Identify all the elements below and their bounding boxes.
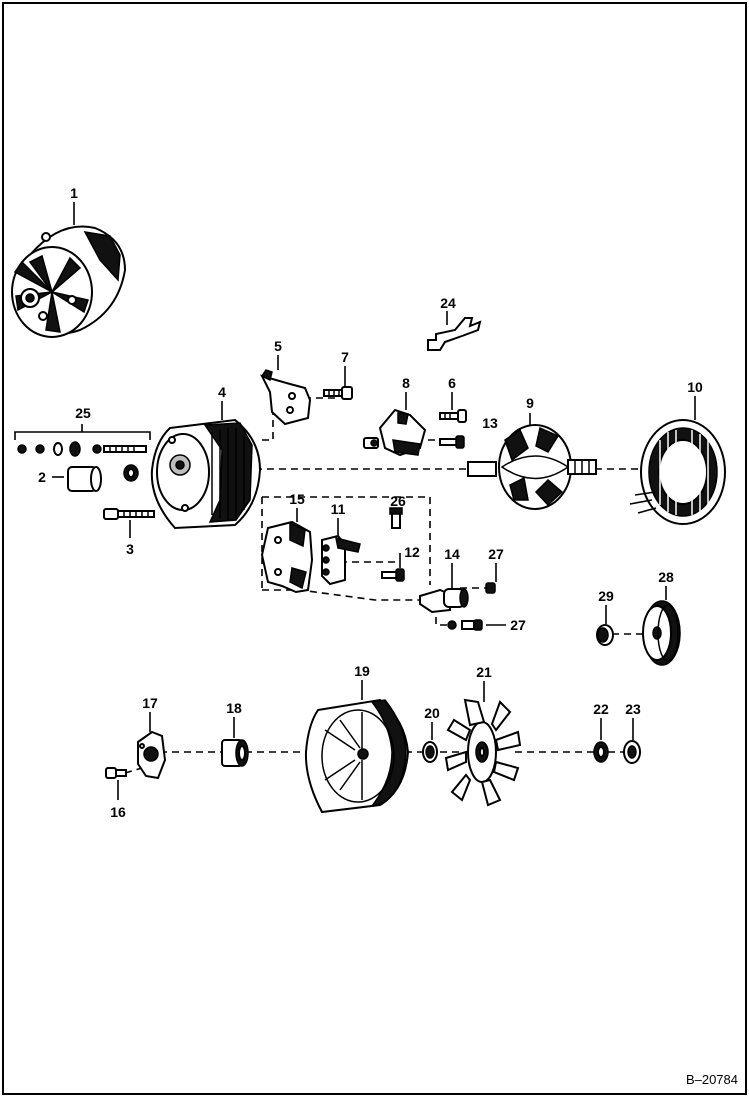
- part-12-screw: [381, 568, 405, 582]
- callout-28: 28: [658, 569, 674, 585]
- callout-17: 17: [142, 695, 158, 711]
- part-3-bolt: [103, 508, 155, 520]
- part-1-alternator-assembly: [11, 225, 127, 338]
- callout-20: 20: [424, 705, 440, 721]
- part-10-stator: [629, 419, 726, 525]
- part-7-screw: [323, 386, 353, 400]
- callout-11: 11: [331, 501, 346, 517]
- part-27-screw-lower: [447, 619, 483, 631]
- callout-16: 16: [110, 804, 126, 820]
- part-25-bracket: [14, 424, 151, 440]
- callout-29: 29: [598, 588, 614, 604]
- part-15-rectifier-bridge: [260, 520, 314, 594]
- callout-7: 7: [341, 349, 349, 365]
- callout-leaders: [52, 202, 696, 800]
- part-27-screw-upper: [485, 582, 496, 594]
- callout-25: 25: [75, 405, 91, 421]
- part-25-washer-set: [17, 441, 147, 457]
- callout-27-upper: 27: [488, 546, 504, 562]
- callout-3: 3: [126, 541, 134, 557]
- part-4-drive-end-frame: [150, 418, 262, 530]
- part-16-screw: [105, 767, 127, 779]
- part-14-capacitor: [419, 588, 469, 614]
- callout-4: 4: [218, 384, 226, 400]
- part-21-fan: [444, 698, 522, 807]
- callout-22: 22: [593, 701, 609, 717]
- callout-numbers: 1 24 5 7 8 6 4 10 9 25 13 2 15 26 11 3 1…: [38, 185, 703, 820]
- part-20-spacer: [422, 741, 438, 763]
- part-28-pulley: [642, 600, 681, 666]
- callout-6: 6: [448, 375, 456, 391]
- part-26-screw: [389, 507, 403, 529]
- part-17-retainer-plate: [137, 730, 167, 780]
- part-2-bushing: [67, 464, 139, 492]
- callout-23: 23: [625, 701, 641, 717]
- callout-15: 15: [289, 491, 305, 507]
- part-18-bearing: [221, 739, 249, 767]
- part-6-screw: [439, 409, 467, 423]
- part-29-spacer: [596, 624, 614, 646]
- callout-24: 24: [440, 295, 456, 311]
- callout-8: 8: [402, 375, 410, 391]
- part-23-nut: [623, 740, 641, 764]
- part-19-housing: [304, 698, 410, 814]
- callout-27-lower: 27: [510, 617, 526, 633]
- callout-14: 14: [444, 546, 460, 562]
- part-9-rotor: [467, 424, 597, 510]
- callout-21: 21: [476, 664, 492, 680]
- part-11-diode-trio: [321, 534, 361, 586]
- callout-2: 2: [38, 469, 46, 485]
- part-22-washer: [593, 741, 609, 763]
- callout-12: 12: [404, 544, 420, 560]
- figure-id: B–20784: [686, 1072, 738, 1087]
- callout-26: 26: [390, 493, 406, 509]
- callout-18: 18: [226, 700, 242, 716]
- callout-10: 10: [687, 379, 703, 395]
- part-13-screw: [439, 435, 465, 449]
- callout-5: 5: [274, 338, 282, 354]
- callout-19: 19: [354, 663, 370, 679]
- callout-1: 1: [70, 185, 78, 201]
- callout-13: 13: [482, 415, 498, 431]
- callout-9: 9: [526, 395, 534, 411]
- assembly-lines: [124, 397, 650, 774]
- part-5-terminal-plate: [260, 369, 312, 426]
- part-8-brush-holder: [363, 408, 427, 457]
- part-24-bracket: [427, 317, 482, 351]
